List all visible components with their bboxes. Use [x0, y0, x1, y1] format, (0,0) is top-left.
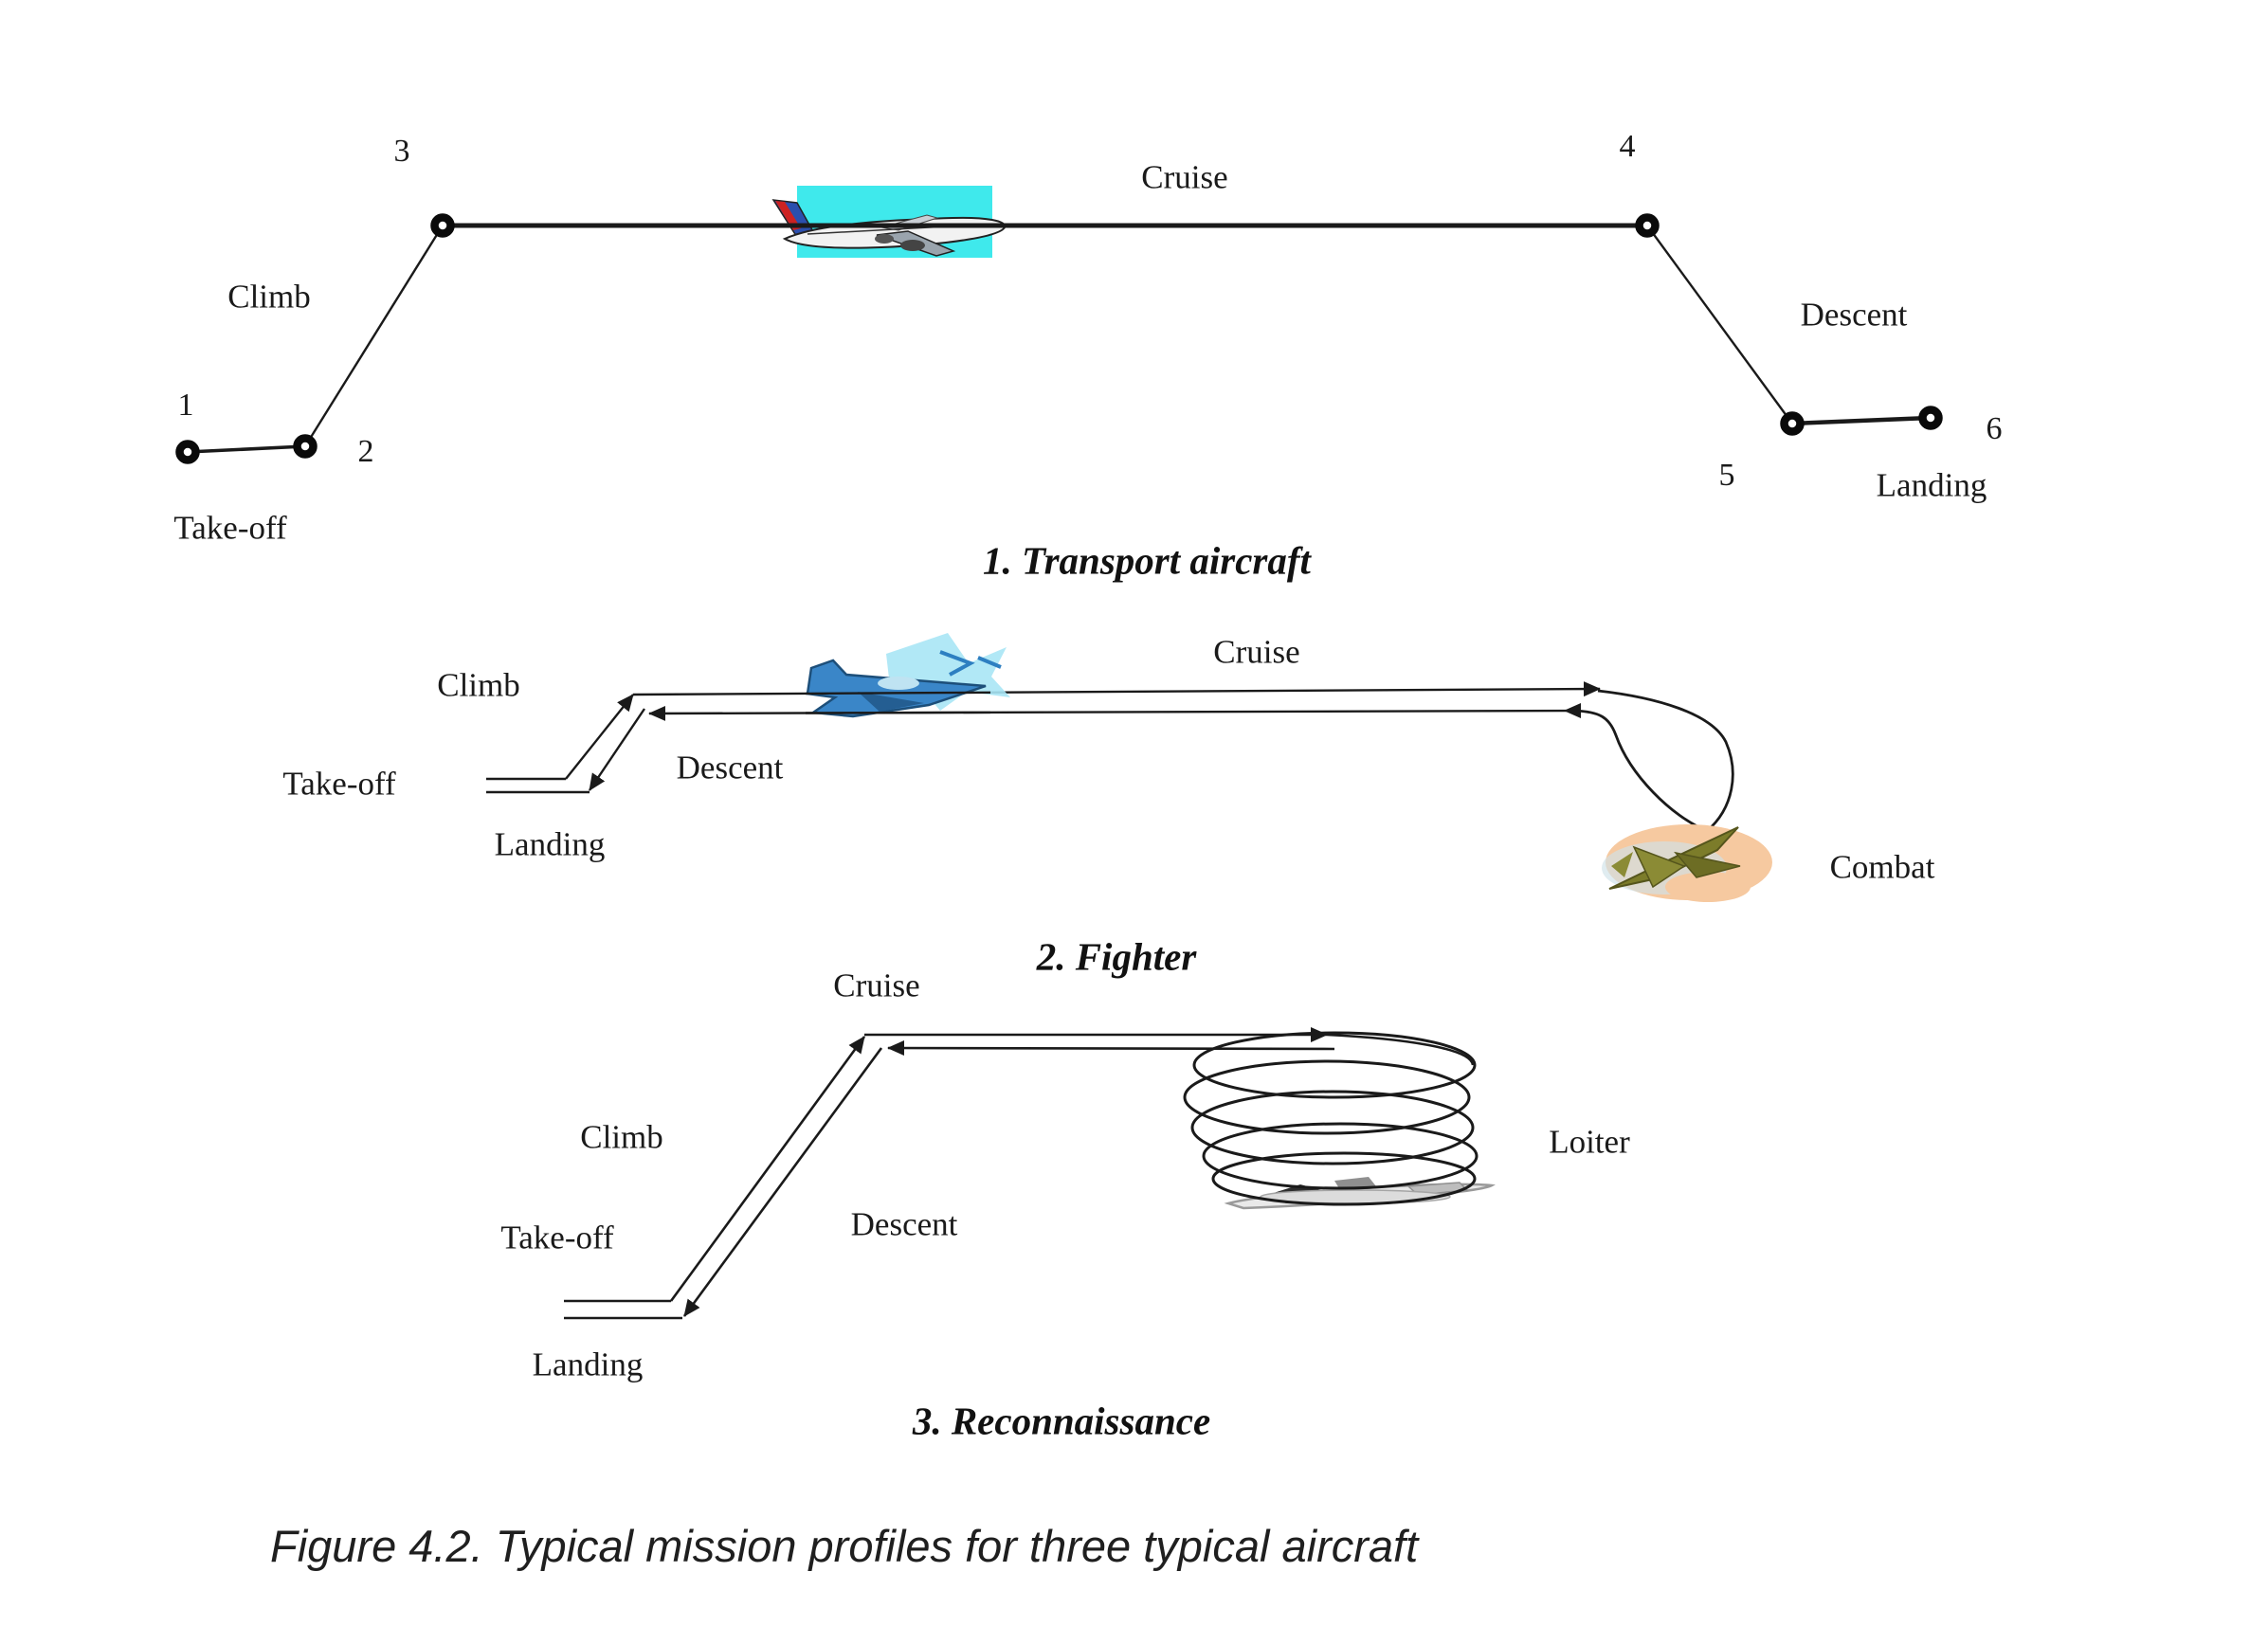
recon-loiter-label: Loiter — [1549, 1123, 1630, 1161]
fighter-descent-label: Descent — [676, 749, 784, 786]
transport-landing-line — [1791, 415, 1932, 426]
fighter-descent-line — [589, 708, 645, 791]
figure-caption: Figure 4.2. Typical mission profiles for… — [270, 1521, 1419, 1571]
fighter-takeoff-label: Take-off — [282, 765, 396, 803]
fighter-profile-lines — [486, 681, 1734, 833]
waypoint-dot-4 — [1635, 213, 1660, 238]
fighter-cruise-return-line — [648, 705, 1574, 721]
transport-waypoint-dots — [175, 213, 1943, 464]
fighter-climb-label: Climb — [437, 666, 520, 704]
airliner-icon — [771, 186, 1007, 258]
transport-climb-line — [303, 225, 445, 447]
waypoint-label-6: 6 — [1986, 411, 2003, 446]
recon-takeoff-label: Take-off — [500, 1219, 614, 1256]
fighter-combat-loop-left — [1573, 709, 1708, 833]
waypoint-dot-3 — [430, 213, 455, 238]
fighter-cruise-out-line — [632, 681, 1601, 697]
transport-landing-label: Landing — [1876, 466, 1987, 504]
transport-profile-lines — [187, 223, 1932, 454]
waypoint-label-5: 5 — [1718, 458, 1735, 493]
waypoint-dot-2 — [293, 434, 318, 459]
fighter-combat-loop-right — [1597, 689, 1734, 833]
waypoint-label-4: 4 — [1619, 129, 1636, 164]
recon-descent-line — [682, 1047, 883, 1317]
fighter-return-mid-arrowhead — [1564, 703, 1581, 718]
transport-title: 1. Transport aircraft — [983, 538, 1311, 583]
fighter-climb-line — [565, 694, 634, 780]
waypoint-label-2: 2 — [357, 434, 374, 469]
recon-landing-label: Landing — [532, 1346, 644, 1383]
fighter-cruise-out-overlay — [805, 691, 991, 696]
fighter-jet-icon — [806, 633, 1010, 718]
recon-profile-lines — [564, 1027, 1475, 1320]
waypoint-label-1: 1 — [177, 388, 194, 423]
transport-climb-label: Climb — [227, 278, 311, 316]
transport-descent-label: Descent — [1800, 296, 1908, 334]
waypoint-label-3: 3 — [393, 134, 410, 169]
loiter-spiral — [1183, 1031, 1479, 1206]
recon-descent-label: Descent — [850, 1205, 958, 1243]
recon-loiter-entry-arc — [1326, 1033, 1475, 1066]
fighter-combat-label: Combat — [1829, 848, 1935, 886]
fighter-cruise-label: Cruise — [1213, 633, 1300, 671]
combat-jet-icon — [1602, 824, 1772, 902]
recon-climb-line — [669, 1036, 866, 1302]
recon-cruise-return-line — [887, 1040, 1335, 1057]
waypoint-dot-1 — [175, 440, 200, 464]
waypoint-dot-5 — [1780, 411, 1805, 436]
waypoint-dot-6 — [1918, 406, 1943, 430]
recon-cruise-label: Cruise — [833, 967, 920, 1004]
recon-climb-label: Climb — [580, 1118, 663, 1156]
fighter-cruise-return-overlay — [805, 711, 991, 714]
fighter-title: 2. Fighter — [1036, 934, 1197, 979]
transport-takeoff-label: Take-off — [173, 509, 287, 547]
transport-takeoff-line — [187, 444, 306, 454]
transport-cruise-label: Cruise — [1141, 158, 1228, 196]
transport-descent-line — [1646, 225, 1793, 425]
recon-title: 3. Reconnaissance — [912, 1399, 1211, 1443]
fighter-landing-label: Landing — [494, 825, 606, 863]
